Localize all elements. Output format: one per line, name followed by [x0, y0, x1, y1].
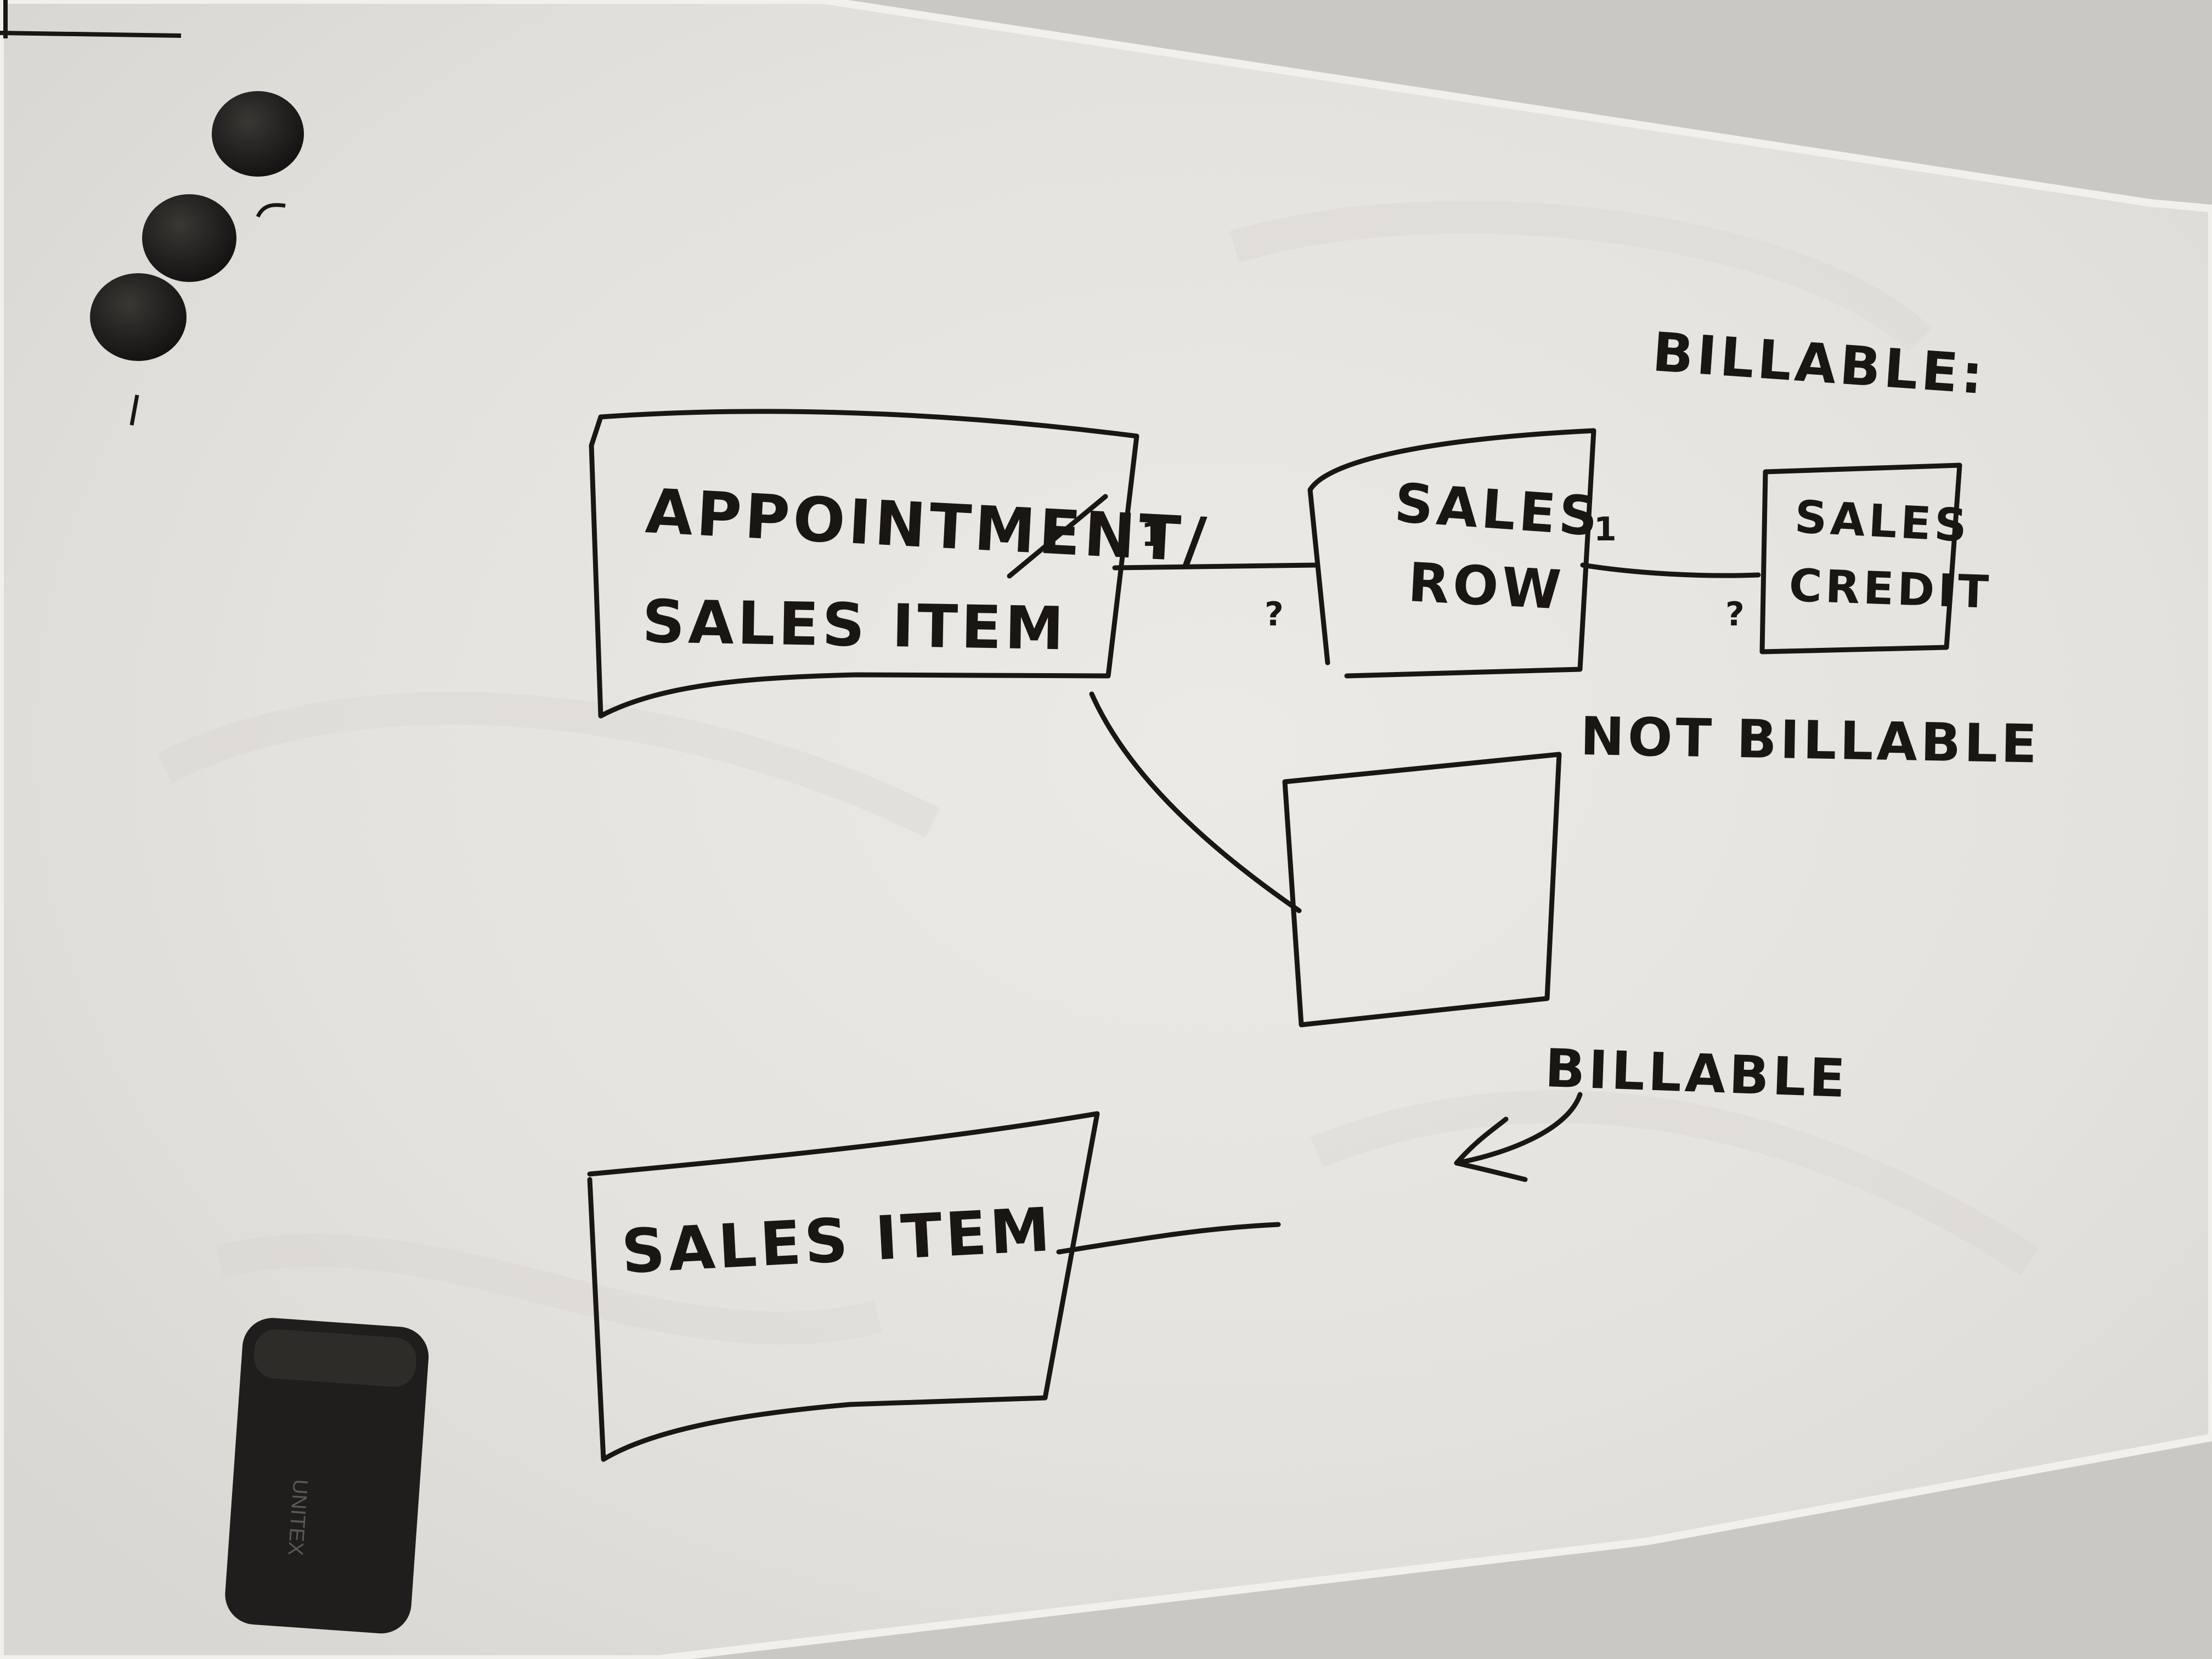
- eraser-smudges: [157, 201, 2039, 1345]
- sales-row-notbillable-box[interactable]: [1282, 752, 1562, 1028]
- cardinality-one: 1: [1594, 510, 1620, 549]
- appointment-box[interactable]: [589, 409, 1139, 719]
- cardinality-one: 1: [1141, 516, 1167, 554]
- not-billable-label: NOT BILLABLE: [1580, 706, 2041, 775]
- sales-item-box[interactable]: [587, 1111, 1100, 1462]
- magnet-icon[interactable]: [212, 91, 304, 177]
- curved-arrow-icon: [1454, 1092, 1583, 1182]
- magnet-icon[interactable]: [90, 273, 187, 361]
- sales-row-billable-line1: SALES: [1392, 472, 1602, 549]
- sales-row-billable-box[interactable]: [1307, 428, 1596, 679]
- connector-appointment-salesrow: [1112, 562, 1319, 571]
- appointment-slash: [1007, 494, 1108, 579]
- sales-credit-box[interactable]: [1759, 462, 1962, 654]
- connector-salesitem: [1056, 1222, 1281, 1255]
- eraser-icon[interactable]: UNITEX: [223, 1316, 431, 1635]
- sales-credit-line2: CREDIT: [1788, 560, 1993, 619]
- magnets: [90, 91, 304, 426]
- diagram-labels: BILLABLE: APPOINTMENT/ SALES ITEM SALES …: [620, 321, 2041, 1287]
- cardinality-many: ?: [1725, 595, 1748, 634]
- diagram: [587, 409, 1962, 1462]
- magnet-icon[interactable]: [142, 194, 236, 282]
- sales-row-billable-line2: ROW: [1407, 551, 1566, 622]
- stray-stroke: [0, 31, 182, 38]
- sales-credit-line1: SALES: [1793, 491, 1971, 552]
- appointment-box-line2: SALES ITEM: [642, 588, 1068, 663]
- connector-salesrow-credit: [1580, 562, 1761, 578]
- connector-appointment-salesrow-notbillable: [1089, 691, 1302, 913]
- eraser-brand-label: UNITEX: [284, 1479, 312, 1556]
- billable-label: BILLABLE: [1544, 1037, 1849, 1109]
- cardinality-many: ?: [1265, 595, 1287, 634]
